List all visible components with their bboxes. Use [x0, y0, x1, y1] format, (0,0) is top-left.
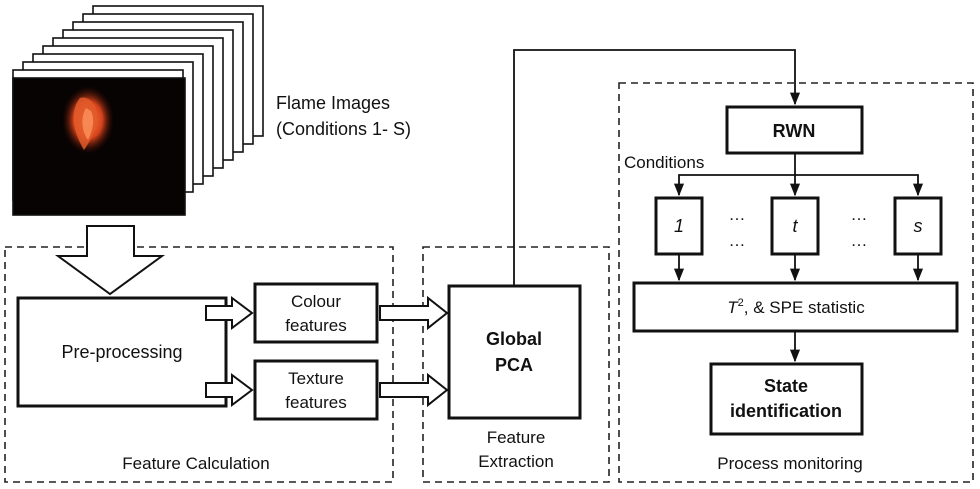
feature-calculation-label: Feature Calculation	[122, 454, 269, 473]
down-hollow-arrow	[54, 225, 166, 296]
colour-features-line2: features	[285, 316, 346, 335]
to-texture-hollow-arrow	[205, 373, 254, 407]
condition-label-t: t	[792, 216, 798, 236]
global-pca-box	[447, 284, 582, 420]
global-pca-line2: PCA	[495, 355, 533, 375]
statistic-rest: , & SPE statistic	[744, 298, 865, 317]
flame-images-label: Flame Images (Conditions 1- S)	[276, 93, 411, 139]
state-identification-line2: identification	[730, 401, 842, 421]
state-identification-line1: State	[764, 376, 808, 396]
rwn-label: RWN	[773, 121, 816, 141]
svg-text:Flame Images: Flame Images	[276, 93, 390, 113]
ellipsis-1: …	[729, 205, 746, 224]
state-identification-box	[709, 362, 864, 436]
rwn-to-1-arrow	[673, 174, 795, 197]
ellipsis-4: …	[851, 231, 868, 250]
ellipsis-3: …	[851, 205, 868, 224]
condition-label-s: s	[914, 216, 923, 236]
svg-text:(Conditions 1- S): (Conditions 1- S)	[276, 119, 411, 139]
texture-features-line2: features	[285, 393, 346, 412]
rwn-box	[725, 105, 864, 155]
colour-features-box	[253, 282, 379, 344]
process-monitoring-label: Process monitoring	[717, 454, 863, 473]
colour-features-line1: Colour	[291, 292, 341, 311]
global-pca-line1: Global	[486, 329, 542, 349]
texture-features-box	[253, 359, 379, 421]
feature-extraction-region	[422, 246, 610, 483]
rwn-to-s-arrow	[795, 174, 924, 197]
statistic-box	[632, 281, 959, 333]
condition-label-1: 1	[674, 216, 684, 236]
process-monitoring-region	[618, 82, 974, 483]
statistic-superscript: 2	[738, 297, 744, 309]
condition-box-t	[770, 196, 820, 256]
pre-processing-box	[16, 296, 228, 408]
pre-processing-label: Pre-processing	[61, 342, 182, 362]
statistic-label: T2, & SPE statistic	[727, 297, 865, 317]
texture-features-line1: Texture	[288, 369, 344, 388]
feature-extraction-label-line2: Extraction	[478, 452, 554, 471]
conditions-label: Conditions	[624, 153, 704, 172]
colour-to-pca-hollow-arrow	[379, 295, 449, 331]
ellipsis-2: …	[729, 231, 746, 250]
texture-to-pca-hollow-arrow	[379, 372, 449, 408]
to-colour-hollow-arrow	[205, 296, 254, 330]
pca-to-rwn-connector	[513, 49, 801, 286]
feature-calculation-region	[4, 246, 394, 483]
flame-image	[12, 77, 186, 216]
statistic-symbol: T	[727, 298, 739, 317]
flame-image-stack	[12, 5, 264, 216]
condition-box-1	[654, 196, 704, 256]
feature-extraction-label-line1: Feature	[487, 428, 546, 447]
